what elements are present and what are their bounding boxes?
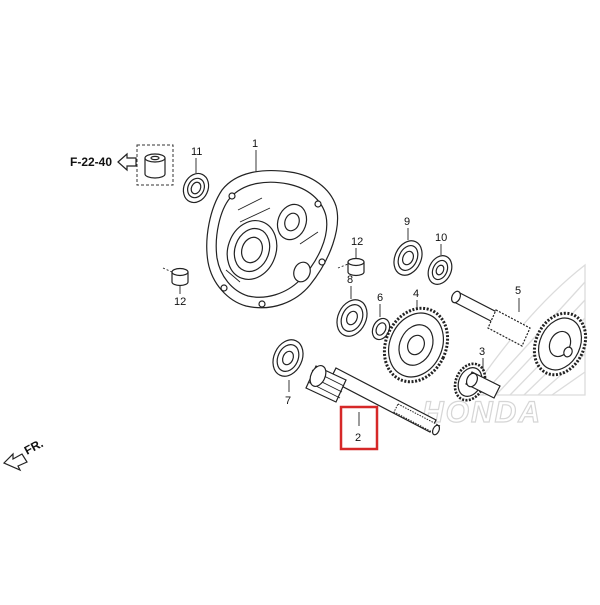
dashed-box [136,144,174,186]
part-5-countershaft: 5 [450,285,588,377]
part-10-oil-seal: 10 [427,232,453,285]
callout-7[interactable]: 7 [285,395,291,407]
part-4-driven-gear: 4 [382,288,450,384]
part-3-gear: 3 [453,346,501,402]
callout-12-left[interactable]: 12 [174,296,186,308]
highlight-box [339,405,379,451]
callout-5[interactable]: 5 [515,285,521,297]
callout-4[interactable]: 4 [413,288,419,300]
part-1-case-cover: 1 [206,138,339,309]
callout-2[interactable]: 2 [355,432,361,444]
callout-12-right[interactable]: 12 [351,236,363,248]
collar-body [144,158,166,179]
reference-label[interactable]: F-22-40 [70,155,112,169]
part-12-dowel-pin-right: 12 [337,236,365,277]
part-9-bearing: 9 [393,216,423,276]
callout-6[interactable]: 6 [377,292,383,304]
front-arrow-icon [2,452,28,472]
front-direction-indicator: FR. [2,436,46,472]
dashed-box-collar [136,144,174,186]
callout-1[interactable]: 1 [252,138,258,150]
callout-8[interactable]: 8 [347,274,353,286]
front-label: FR. [22,436,46,457]
part-8-bearing: 8 [336,274,368,337]
callout-9[interactable]: 9 [404,216,410,228]
reference-arrow: F-22-40 [70,152,137,172]
part-12-dowel-pin-left: 12 [162,267,189,308]
callout-10[interactable]: 10 [435,232,447,244]
callout-11[interactable]: 11 [191,146,202,158]
reference-arrow-icon [117,152,137,172]
honda-watermark: HONDA [421,263,586,430]
part-7-bearing: 7 [272,339,304,407]
part-6-washer: 6 [371,292,391,341]
part-2-driveshaft [305,365,441,436]
part-11-oil-seal: 11 [182,146,210,204]
honda-wordmark: HONDA [422,396,542,429]
callout-3[interactable]: 3 [479,346,485,358]
